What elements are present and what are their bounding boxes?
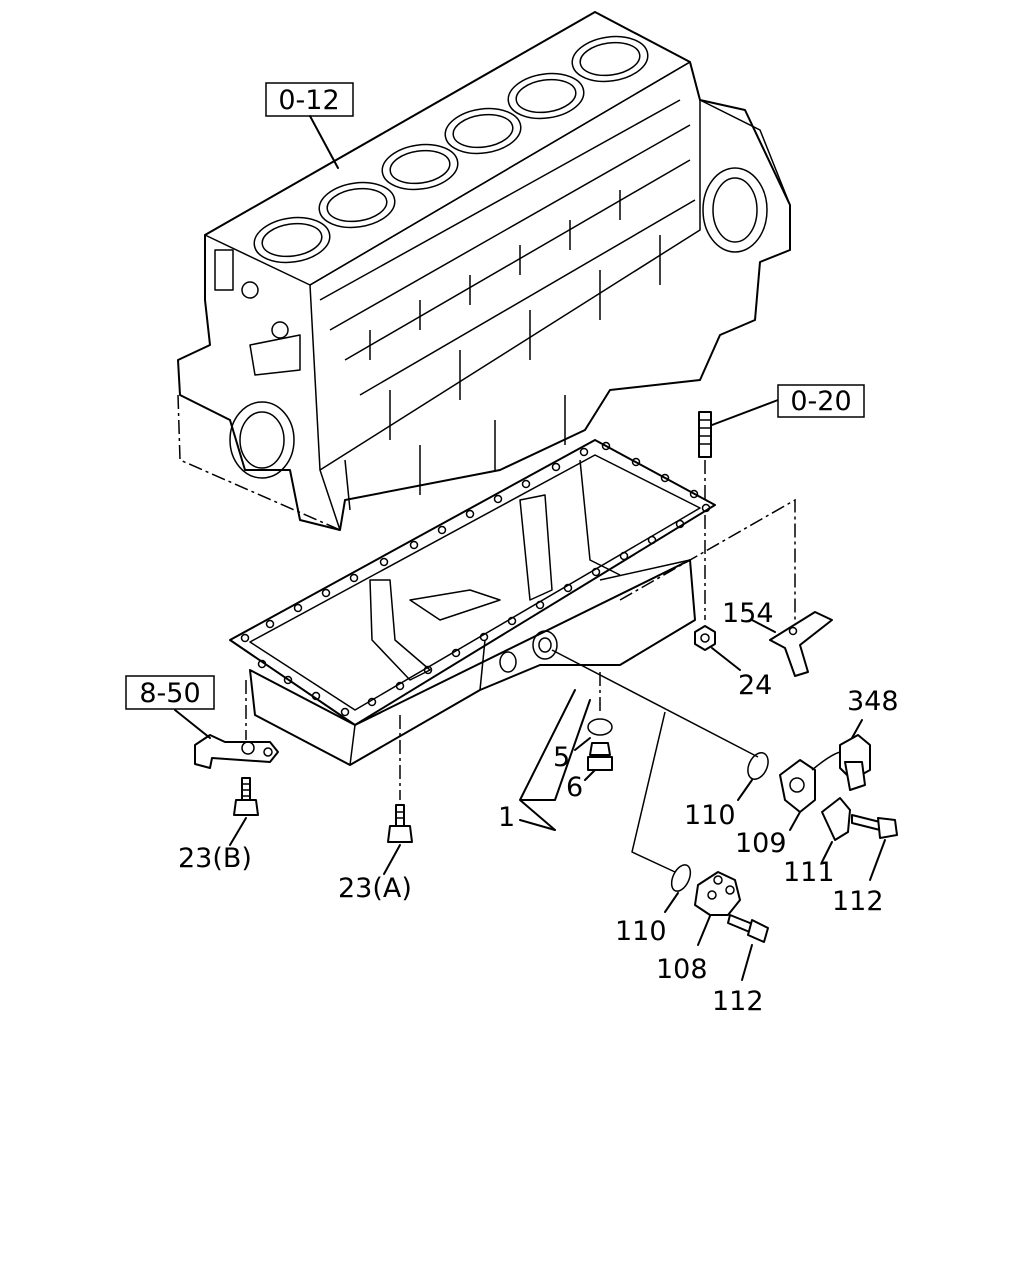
bracket-8-50 [174,680,279,769]
drain-plug-group [519,672,613,831]
label-348: 348 [847,686,899,717]
bolt-23b [229,777,259,846]
label-24: 24 [738,670,772,701]
label-6: 6 [566,772,583,803]
label-23a: 23(A) [338,873,412,904]
stud-bolt [698,399,779,620]
label-110-upper: 110 [684,800,736,831]
cylinder-bores [253,35,649,264]
label-154: 154 [722,598,774,629]
oil-pan [229,439,716,766]
sensor-108 [694,871,741,946]
clamp-111 [821,797,851,863]
bolt-23a [383,715,413,875]
ref-label-block[interactable]: 0-12 [278,85,339,116]
label-112-upper: 112 [832,886,884,917]
flange-bolt-holes [240,441,711,717]
ref-label-bracket[interactable]: 8-50 [139,678,200,709]
ref-box-bracket[interactable]: 8-50 [125,675,215,710]
bolt-112-lower [727,914,769,981]
ref-label-stud[interactable]: 0-20 [790,386,851,417]
label-111: 111 [783,857,835,888]
bracket-154 [619,498,833,677]
o-ring-110-lower [664,864,692,913]
label-110-lower: 110 [615,916,667,947]
part-labels: 1 5 6 23(A) 23(B) 24 108 109 110 110 111… [178,598,899,1017]
ref-box-stud[interactable]: 0-20 [777,384,865,418]
label-23b: 23(B) [178,843,252,874]
sensor-109 [779,751,841,831]
nut-24 [694,625,741,671]
label-112-lower: 112 [712,986,764,1017]
ref-box-block[interactable]: 0-12 [265,82,354,169]
connector-348 [839,719,871,791]
label-109: 109 [735,828,787,859]
sensor-leaders [551,649,759,873]
cylinder-block [177,11,791,531]
label-1: 1 [498,802,515,833]
label-108: 108 [656,954,708,985]
label-5: 5 [553,742,570,773]
o-ring-110-upper [737,752,769,801]
bolt-112-upper [851,814,898,881]
